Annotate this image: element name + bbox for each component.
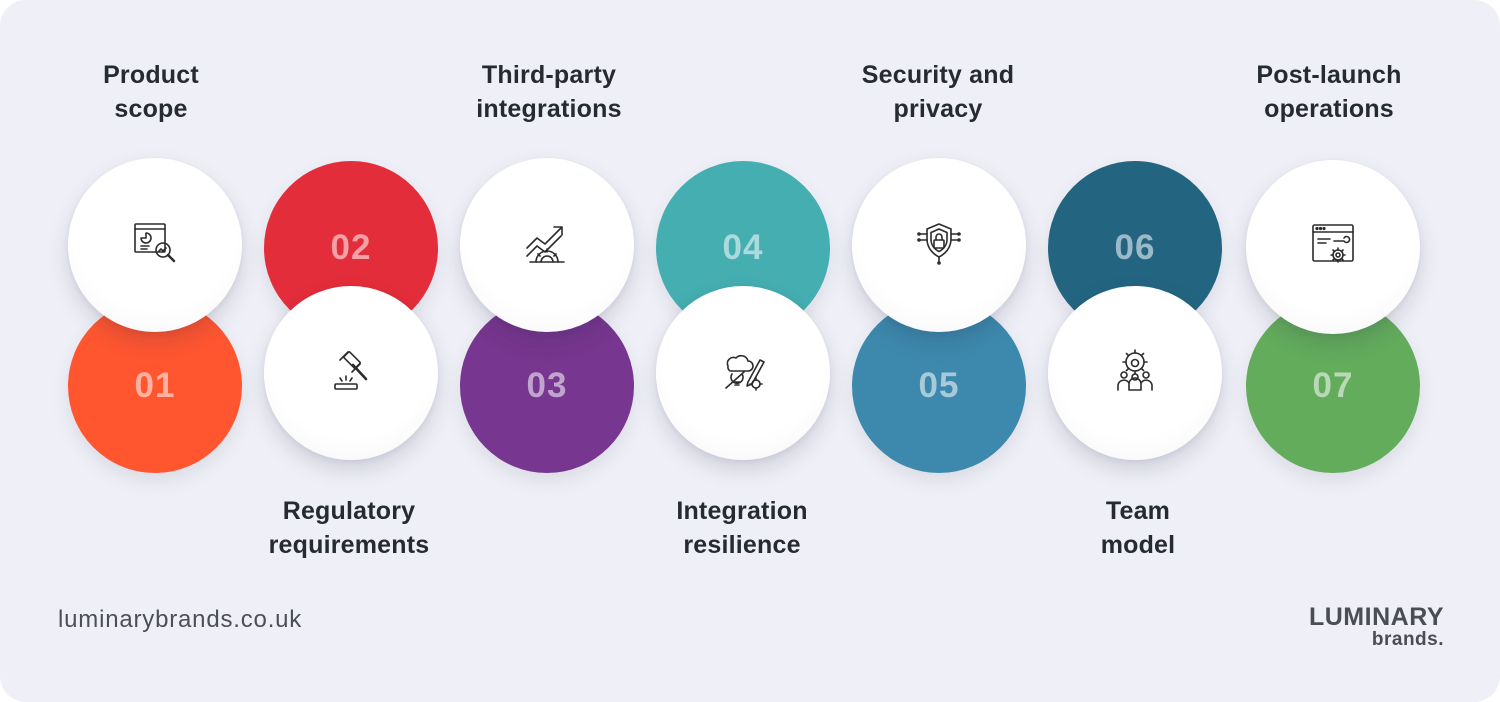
growth-gear-icon [522, 218, 572, 273]
step-01-number: 01 [134, 366, 176, 405]
step-03-icon-circle [460, 158, 634, 332]
step-07-label: Post-launch operations [1256, 61, 1402, 123]
step-07-icon-circle [1246, 160, 1420, 334]
step-07-number: 07 [1312, 366, 1354, 405]
step-01-icon-circle [68, 158, 242, 332]
shield-lock-icon [914, 218, 964, 273]
gavel-icon [326, 346, 376, 401]
analytics-search-icon [130, 218, 180, 273]
step-06-number: 06 [1114, 228, 1156, 267]
step-05-number: 05 [918, 366, 960, 405]
logo-wordmark: LUMINARY [1308, 603, 1444, 631]
step-05-label: Security and privacy [861, 61, 1015, 123]
team-gear-icon [1110, 346, 1160, 401]
step-04-icon-circle [656, 286, 830, 460]
luminary-brands-logo: LUMINARY brands. [1309, 604, 1444, 650]
step-02-label: Regulatory requirements [268, 497, 430, 559]
step-04-number: 04 [722, 228, 764, 267]
step-06-icon-circle [1048, 286, 1222, 460]
design-tools-icon [718, 346, 768, 401]
step-02-number: 02 [330, 228, 372, 267]
step-06-label: Team model [1100, 497, 1176, 559]
logo-subtext: brands. [1371, 629, 1444, 650]
step-03-label: Third-party integrations [476, 61, 622, 123]
step-06-number-circle: 06 [1048, 161, 1222, 335]
step-04-label: Integration resilience [676, 497, 808, 559]
website-url: luminarybrands.co.uk [58, 606, 303, 633]
step-02-icon-circle [264, 286, 438, 460]
step-05-icon-circle [852, 158, 1026, 332]
step-03-number: 03 [526, 366, 568, 405]
step-01-label: Product scope [103, 61, 199, 123]
browser-settings-icon [1308, 220, 1358, 275]
